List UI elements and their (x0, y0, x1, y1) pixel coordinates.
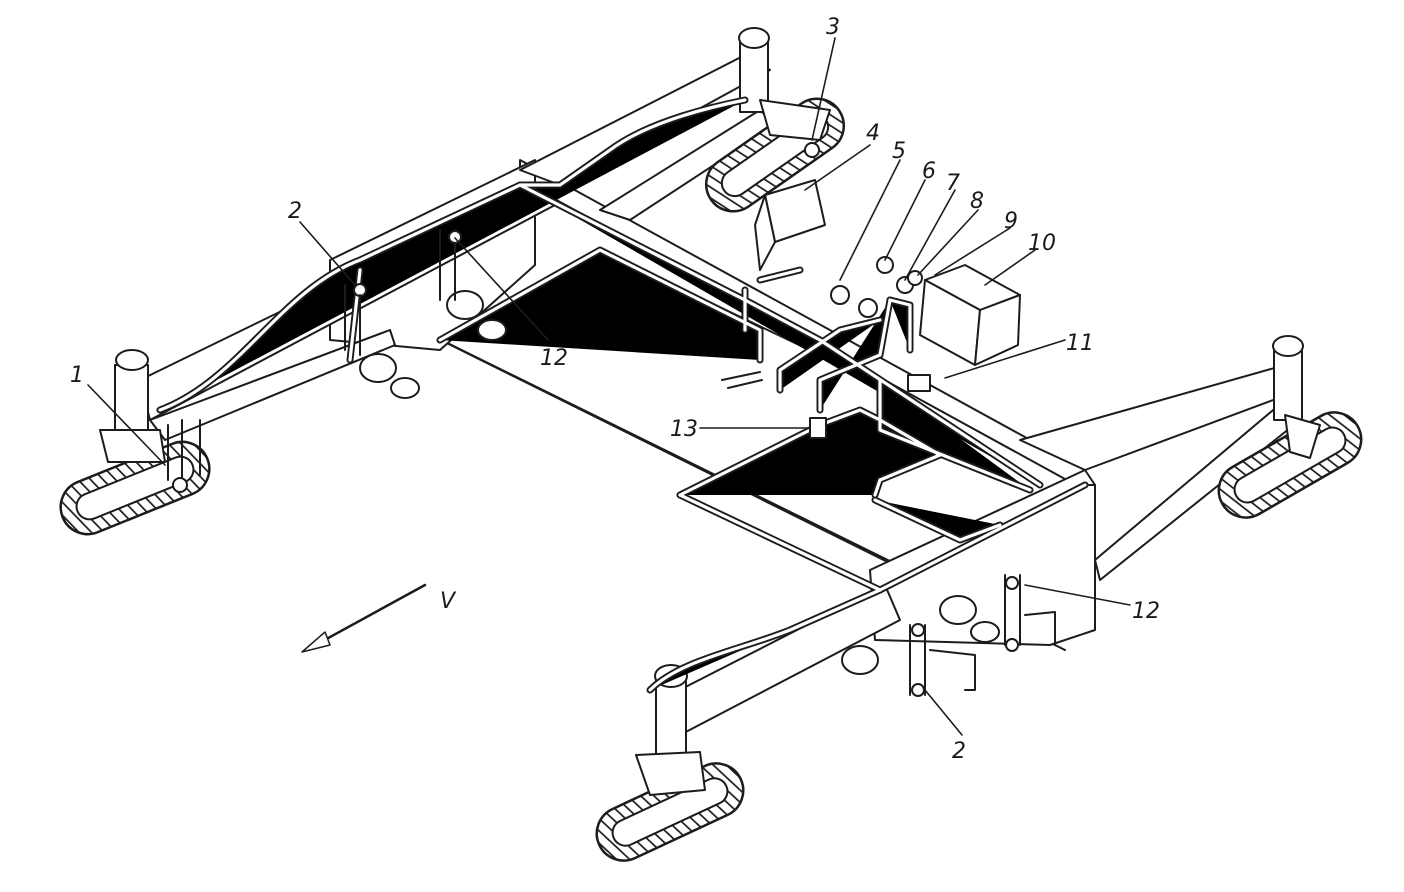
motors (359, 290, 1000, 675)
valves (721, 256, 931, 439)
hydraulic-lines (160, 100, 1085, 690)
callout-2-left: 2 (288, 199, 302, 224)
front-left-leg (99, 349, 201, 493)
power-unit-10 (919, 264, 1021, 366)
callout-12-left: 12 (540, 346, 568, 371)
callout-1: 1 (70, 363, 84, 388)
direction-arrow: V (301, 583, 457, 653)
leader-lines (87, 37, 1131, 736)
callout-8: 8 (970, 189, 984, 214)
callout-6: 6 (922, 159, 936, 184)
callout-13: 13 (670, 417, 698, 442)
callout-2-right: 2 (952, 739, 966, 764)
rear-left-leg (738, 27, 831, 158)
controller-box-4 (754, 179, 826, 271)
callout-5: 5 (892, 139, 906, 164)
callout-11: 11 (1066, 331, 1094, 356)
front-right-leg (635, 664, 706, 796)
sensor-links-12 (344, 229, 1056, 697)
rear-right-leg (1272, 335, 1321, 459)
callout-3: 3 (826, 15, 840, 40)
callout-labels: 1 2 3 4 5 6 7 8 9 10 11 12 13 12 2 (70, 15, 1160, 764)
callout-4: 4 (866, 121, 880, 146)
callout-7: 7 (946, 171, 960, 196)
callout-9: 9 (1004, 209, 1018, 234)
callout-10: 10 (1028, 231, 1056, 256)
direction-label: V (440, 589, 457, 614)
callout-12-right: 12 (1132, 599, 1160, 624)
